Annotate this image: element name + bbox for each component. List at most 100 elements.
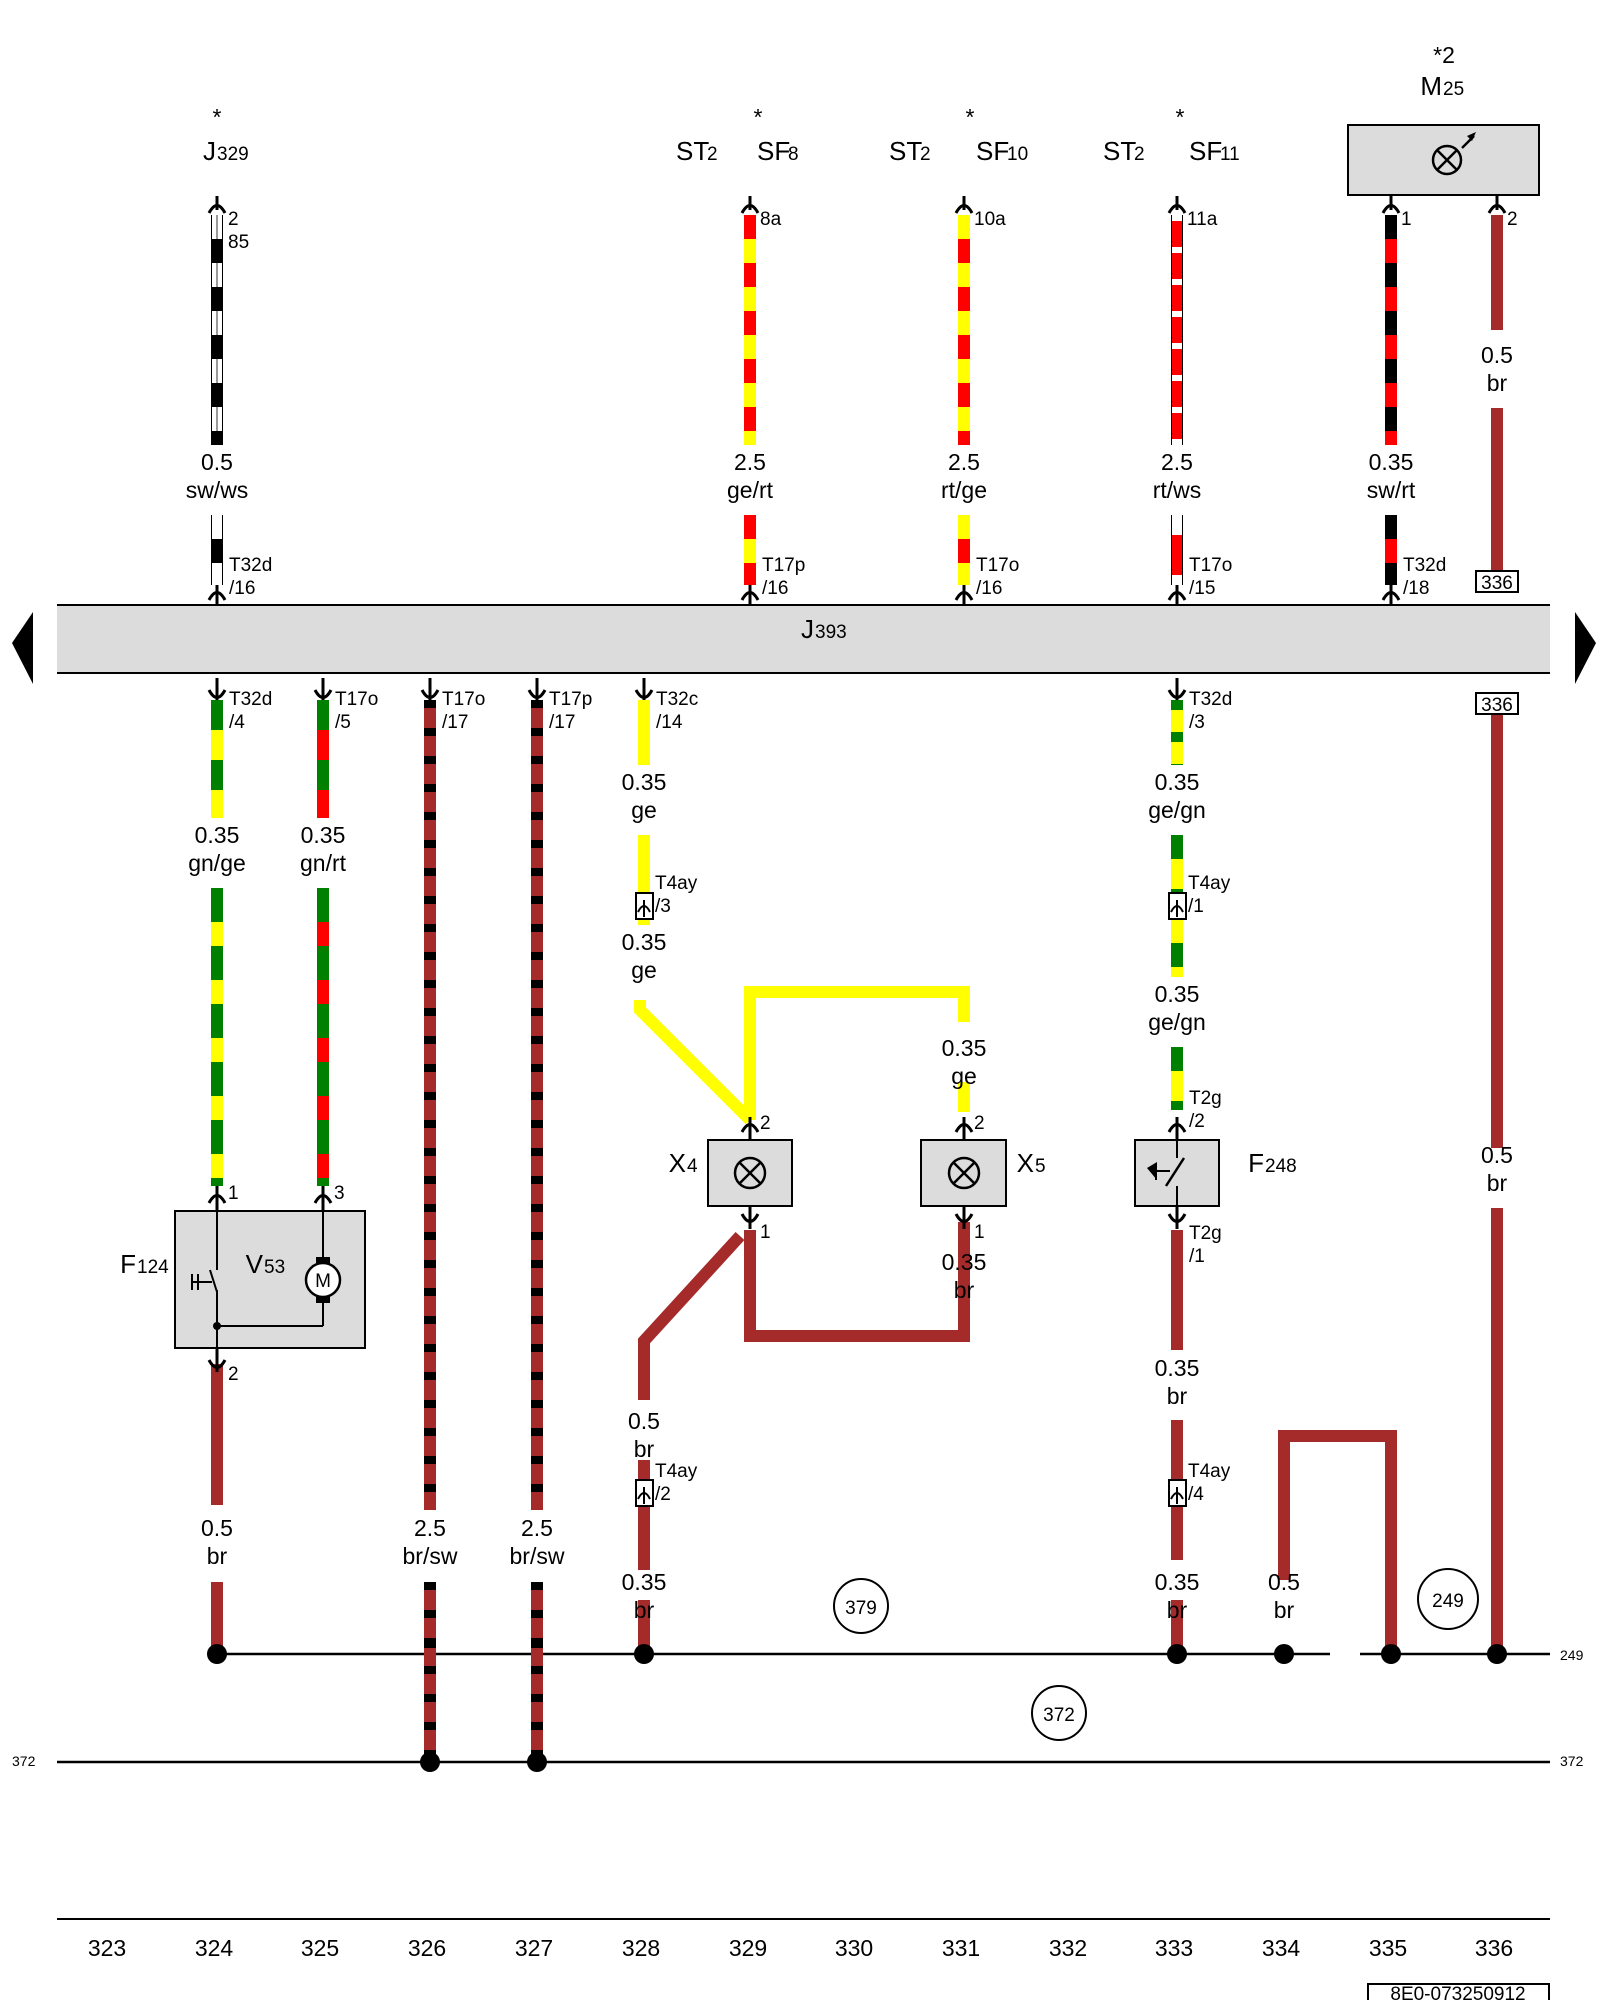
column-number: 332 xyxy=(1049,1935,1087,1961)
t2g2-name: T2g xyxy=(1189,1088,1222,1109)
conn-325-lower-name: T17o xyxy=(335,689,378,710)
column-number: 329 xyxy=(729,1935,767,1961)
xref-box-bottom: 336 xyxy=(1475,692,1519,716)
svg-text:2: 2 xyxy=(920,144,931,165)
wire-334-loop xyxy=(1278,1430,1397,1655)
wire-333b-gauge: 0.35 xyxy=(1155,981,1200,1007)
x4-pin-bottom: 1 xyxy=(760,1222,771,1243)
svg-text:249: 249 xyxy=(1432,1591,1464,1612)
wire-329-upper-color: ge/rt xyxy=(727,477,774,503)
wire-324-lower-color: gn/ge xyxy=(188,850,246,876)
page-right-arrow-icon[interactable] xyxy=(1575,612,1596,684)
t4ay1-pin: /1 xyxy=(1188,896,1204,917)
wire-331a-color: ge xyxy=(951,1063,977,1089)
j329-label: * J 329 xyxy=(203,104,249,166)
wire-333-upper-color: rt/ws xyxy=(1153,477,1202,503)
sf10-label: ST 2 * SF 10 xyxy=(889,104,1028,166)
wire-325-lower-color: gn/rt xyxy=(300,850,347,876)
f124-v53-sockets xyxy=(207,1186,333,1372)
svg-text:SF: SF xyxy=(1189,136,1222,166)
wire-328a-color: ge xyxy=(631,797,657,823)
x5-sub: 5 xyxy=(1035,1156,1046,1177)
x4-pin-top: 2 xyxy=(760,1113,771,1134)
pin-j329-b: 85 xyxy=(228,232,249,253)
svg-text:8E0-073250912: 8E0-073250912 xyxy=(1390,1984,1525,2000)
wire-335-upper-color: sw/rt xyxy=(1367,477,1416,503)
wire-333g-gauge: 0.35 xyxy=(1155,1569,1200,1595)
svg-text:2: 2 xyxy=(707,144,718,165)
x5-pin-bottom: 1 xyxy=(974,1222,985,1243)
column-number: 334 xyxy=(1262,1935,1301,1961)
f248-name: F xyxy=(1248,1148,1264,1178)
j393-name: J xyxy=(801,614,814,644)
x4-sub: 4 xyxy=(687,1156,698,1177)
x4-name: X xyxy=(669,1148,686,1178)
t4ay4-pin: /4 xyxy=(1188,1484,1204,1505)
motor-icon: M xyxy=(304,1257,342,1303)
f124-pin-top: 1 xyxy=(228,1183,239,1204)
conn-326-lower-name: T17o xyxy=(442,689,485,710)
wire-333-upper-gauge: 2.5 xyxy=(1161,449,1193,475)
svg-text:SF: SF xyxy=(976,136,1009,166)
t4ay3-name: T4ay xyxy=(655,873,698,894)
wire-327g-color: br/sw xyxy=(510,1543,565,1569)
svg-text:ST: ST xyxy=(676,136,709,166)
conn-329-upper-pin: /16 xyxy=(762,578,788,599)
conn-324-lower-name: T32d xyxy=(229,689,272,710)
wire-325-lower-gauge: 0.35 xyxy=(301,822,346,848)
wire-328a-gauge: 0.35 xyxy=(622,769,667,795)
conn-327-lower-pin: /17 xyxy=(549,712,575,733)
wire-324g-gauge: 0.5 xyxy=(201,1515,233,1541)
bus-249-label-right: 249 xyxy=(1560,1647,1584,1663)
wire-328g-color: br xyxy=(634,1597,655,1623)
conn-324-lower-pin: /4 xyxy=(229,712,245,733)
conn-333-upper-name: T17o xyxy=(1189,555,1232,576)
column-number: 327 xyxy=(515,1935,553,1961)
sf8-label: ST 2 * SF 8 xyxy=(676,104,799,166)
svg-text:*: * xyxy=(213,104,222,130)
conn-333-lower-name: T32d xyxy=(1189,689,1232,710)
x5-component xyxy=(920,1139,1007,1207)
lower-connector-sockets xyxy=(207,678,1187,700)
page-left-arrow-icon[interactable] xyxy=(12,612,33,684)
svg-text:372: 372 xyxy=(1043,1705,1075,1726)
wire-334g-gauge: 0.5 xyxy=(1268,1569,1300,1595)
circle-ref-379: 379 xyxy=(833,1578,889,1634)
wire-333a-color: ge/gn xyxy=(1148,797,1206,823)
svg-text:SF: SF xyxy=(757,136,790,166)
svg-text:8: 8 xyxy=(788,144,799,165)
svg-text:336: 336 xyxy=(1481,573,1513,594)
wire-336-upper-gauge: 0.5 xyxy=(1481,342,1513,368)
pin-m25-2: 2 xyxy=(1507,209,1518,230)
conn-326-lower-pin: /17 xyxy=(442,712,468,733)
conn-324-upper-pin: /16 xyxy=(229,578,255,599)
column-number: 324 xyxy=(195,1935,234,1961)
svg-text:2: 2 xyxy=(1134,144,1145,165)
wire-336-lower-gauge: 0.5 xyxy=(1481,1142,1513,1168)
wire-336-lower-color: br xyxy=(1487,1170,1508,1196)
wire-336-upper-color: br xyxy=(1487,370,1508,396)
t4ay2-name: T4ay xyxy=(655,1461,698,1482)
switch-icon xyxy=(191,1269,218,1293)
wire-328b-gauge: 0.35 xyxy=(622,929,667,955)
t4ay4-name: T4ay xyxy=(1188,1461,1231,1482)
svg-text:J: J xyxy=(203,136,216,166)
pin-sf8: 8a xyxy=(760,209,782,230)
m25-component xyxy=(1347,124,1540,196)
ground-bus-249 xyxy=(207,1644,1550,1664)
wire-333g-color: br xyxy=(1167,1597,1188,1623)
sf11-label: ST 2 * SF 11 xyxy=(1103,104,1240,166)
column-number: 323 xyxy=(88,1935,126,1961)
conn-324-upper-name: T32d xyxy=(229,555,272,576)
column-number: 336 xyxy=(1475,1935,1513,1961)
pin-sf11: 11a xyxy=(1187,209,1218,230)
circle-ref-372: 372 xyxy=(1031,1685,1087,1741)
wire-329-upper-gauge: 2.5 xyxy=(734,449,766,475)
wire-328b-color: ge xyxy=(631,957,657,983)
document-id: 8E0-073250912 xyxy=(1367,1983,1550,2000)
conn-325-lower-pin: /5 xyxy=(335,712,351,733)
wire-333c-color: br xyxy=(1167,1383,1188,1409)
wire-333c-gauge: 0.35 xyxy=(1155,1355,1200,1381)
v53-sub: 53 xyxy=(264,1257,285,1278)
